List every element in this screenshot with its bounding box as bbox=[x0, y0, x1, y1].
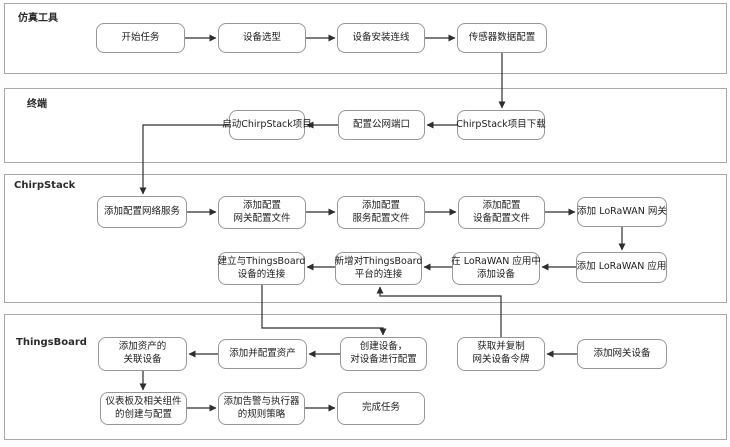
node-label: 配置公网端口 bbox=[352, 118, 410, 130]
node-label: 平台的连接 bbox=[354, 268, 403, 280]
node-add-asset-related-devices: 添加资产的关联设备 bbox=[98, 337, 187, 371]
node-complete-task: 完成任务 bbox=[337, 392, 425, 425]
node-add-service-profile: 添加配置服务配置文件 bbox=[337, 196, 425, 229]
node-label: 仪表板及相关组件 bbox=[105, 395, 182, 407]
node-chirpstack-project-download: ChirpStack项目下载 bbox=[456, 110, 546, 140]
node-label: 设备的连接 bbox=[237, 268, 286, 280]
node-label: 启动ChirpStack项目 bbox=[222, 118, 312, 130]
node-label: 开始任务 bbox=[121, 31, 160, 43]
node-label: 添加配置网络服务 bbox=[103, 205, 180, 217]
node-label: 添加 LoRaWAN 应用 bbox=[576, 261, 667, 273]
node-label: 的规则策略 bbox=[237, 408, 286, 420]
node-add-network-service: 添加配置网络服务 bbox=[97, 196, 187, 228]
node-label: 网关配置文件 bbox=[233, 212, 291, 224]
node-device-selection: 设备选型 bbox=[218, 23, 306, 53]
node-label: 关联设备 bbox=[123, 354, 162, 365]
node-label: 设备配置文件 bbox=[472, 212, 530, 224]
node-sensor-data-config: 传感器数据配置 bbox=[457, 23, 547, 53]
node-label: 设备选型 bbox=[242, 31, 281, 43]
node-create-device-configure: 创建设备，对设备进行配置 bbox=[340, 337, 427, 371]
node-device-install-wiring: 设备安装连线 bbox=[337, 23, 425, 53]
node-start-chirpstack-project: 启动ChirpStack项目 bbox=[222, 110, 312, 140]
node-label: 的创建与配置 bbox=[114, 408, 172, 420]
lane-label-thingsboard: ThingsBoard bbox=[16, 337, 87, 348]
node-label: 添加配置 bbox=[482, 199, 521, 211]
node-label: 添加配置 bbox=[361, 199, 400, 211]
lane-label-terminal: 终端 bbox=[27, 99, 47, 110]
node-label: 添加网关设备 bbox=[593, 347, 651, 359]
node-add-device-profile: 添加配置设备配置文件 bbox=[458, 196, 545, 229]
node-add-gateway-device: 添加网关设备 bbox=[577, 339, 667, 369]
node-label: 新增对ThingsBoard bbox=[334, 255, 423, 267]
lane-label-chirpstack: ChirpStack bbox=[14, 180, 76, 191]
node-label: 添加并配置资产 bbox=[229, 347, 296, 359]
node-label: 设备安装连线 bbox=[352, 31, 410, 43]
edge-get-copy-gateway-token-to-thingsboard-platform-connection bbox=[376, 286, 502, 337]
node-add-alarm-actuator-rules: 添加告警与执行器的规则策略 bbox=[218, 392, 305, 425]
node-label: 网关设备令牌 bbox=[472, 354, 530, 365]
edge-thingsboard-device-connection-to-create-device-configure bbox=[261, 285, 387, 336]
node-label: 完成任务 bbox=[361, 402, 400, 414]
node-dashboard-components-create-config: 仪表板及相关组件的创建与配置 bbox=[100, 392, 187, 425]
node-add-device-in-application: 在 LoRaWAN 应用中添加设备 bbox=[451, 252, 541, 285]
node-label: 添加配置 bbox=[242, 199, 281, 211]
node-add-configure-assets: 添加并配置资产 bbox=[218, 339, 307, 369]
node-label: 添加设备 bbox=[476, 268, 515, 280]
node-get-copy-gateway-token: 获取并复制网关设备令牌 bbox=[457, 337, 545, 371]
node-label: 创建设备， bbox=[359, 341, 408, 353]
node-label: 添加 LoRaWAN 网关 bbox=[577, 205, 667, 217]
lane-label-simulation-tool: 仿真工具 bbox=[18, 13, 58, 24]
node-add-lorawan-gateway: 添加 LoRaWAN 网关 bbox=[577, 197, 667, 227]
node-config-public-port: 配置公网端口 bbox=[338, 110, 425, 140]
node-label: 获取并复制 bbox=[477, 341, 525, 353]
node-label: 添加告警与执行器 bbox=[223, 395, 300, 407]
node-label: 服务配置文件 bbox=[352, 212, 410, 224]
node-label: 添加资产的 bbox=[118, 341, 167, 353]
node-label: 建立与ThingsBoard bbox=[217, 255, 306, 267]
node-start-task: 开始任务 bbox=[96, 23, 185, 53]
edge-start-chirpstack-project-to-add-network-service bbox=[139, 124, 229, 195]
node-label: 在 LoRaWAN 应用中 bbox=[451, 255, 541, 267]
node-add-gateway-profile: 添加配置网关配置文件 bbox=[218, 196, 306, 229]
node-add-lorawan-application: 添加 LoRaWAN 应用 bbox=[576, 252, 667, 283]
node-label: ChirpStack项目下载 bbox=[456, 118, 546, 130]
node-label: 传感器数据配置 bbox=[468, 31, 536, 43]
node-label: 对设备进行配置 bbox=[350, 354, 417, 365]
